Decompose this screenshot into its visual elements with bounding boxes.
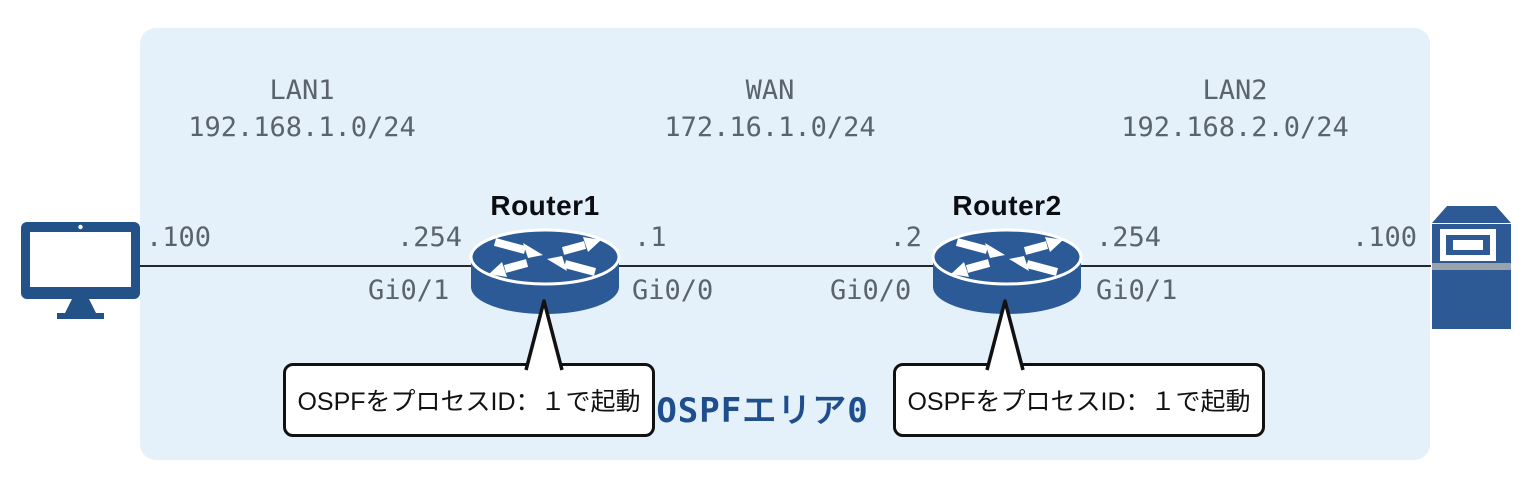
router1-callout: OSPFをプロセスID：１で起動 [283, 363, 655, 437]
router2-right-ip-label: .254 [1096, 222, 1162, 253]
router2-right-interface-label: Gi0/1 [1096, 275, 1178, 306]
router2-icon [929, 227, 1085, 317]
router2-left-interface-label: Gi0/0 [830, 275, 912, 306]
router1-left-ip-label: .254 [396, 222, 462, 253]
router2-callout-tail [977, 297, 1037, 371]
router1-right-interface-label: Gi0/0 [632, 275, 714, 306]
router1-callout-tail [516, 297, 576, 371]
server-ip-label: .100 [1352, 222, 1418, 253]
device-name-router2: Router2 [952, 190, 1062, 221]
segment-subnet: 172.16.1.0/24 [664, 112, 876, 143]
network-link-line [140, 265, 1431, 267]
segment-label-lan1: LAN1 192.168.1.0/24 [152, 72, 452, 146]
segment-name: LAN1 [269, 75, 335, 106]
router2-callout: OSPFをプロセスID：１で起動 [893, 363, 1265, 437]
device-name-router1: Router1 [490, 190, 600, 221]
ospf-area-label: OSPFエリア0 [656, 391, 869, 431]
router2-left-ip-label: .2 [889, 222, 922, 253]
server-icon [1431, 206, 1512, 330]
router1-right-ip-label: .1 [634, 222, 667, 253]
segment-label-lan2: LAN2 192.168.2.0/24 [1085, 72, 1385, 146]
segment-name: WAN [745, 75, 795, 106]
router1-icon [467, 227, 623, 317]
segment-subnet: 192.168.1.0/24 [188, 112, 416, 143]
segment-label-wan: WAN 172.16.1.0/24 [620, 72, 920, 146]
desktop-monitor-icon [20, 221, 141, 319]
segment-subnet: 192.168.2.0/24 [1121, 112, 1349, 143]
pc-ip-label: .100 [146, 222, 212, 253]
segment-name: LAN2 [1202, 75, 1268, 106]
router1-left-interface-label: Gi0/1 [368, 275, 450, 306]
